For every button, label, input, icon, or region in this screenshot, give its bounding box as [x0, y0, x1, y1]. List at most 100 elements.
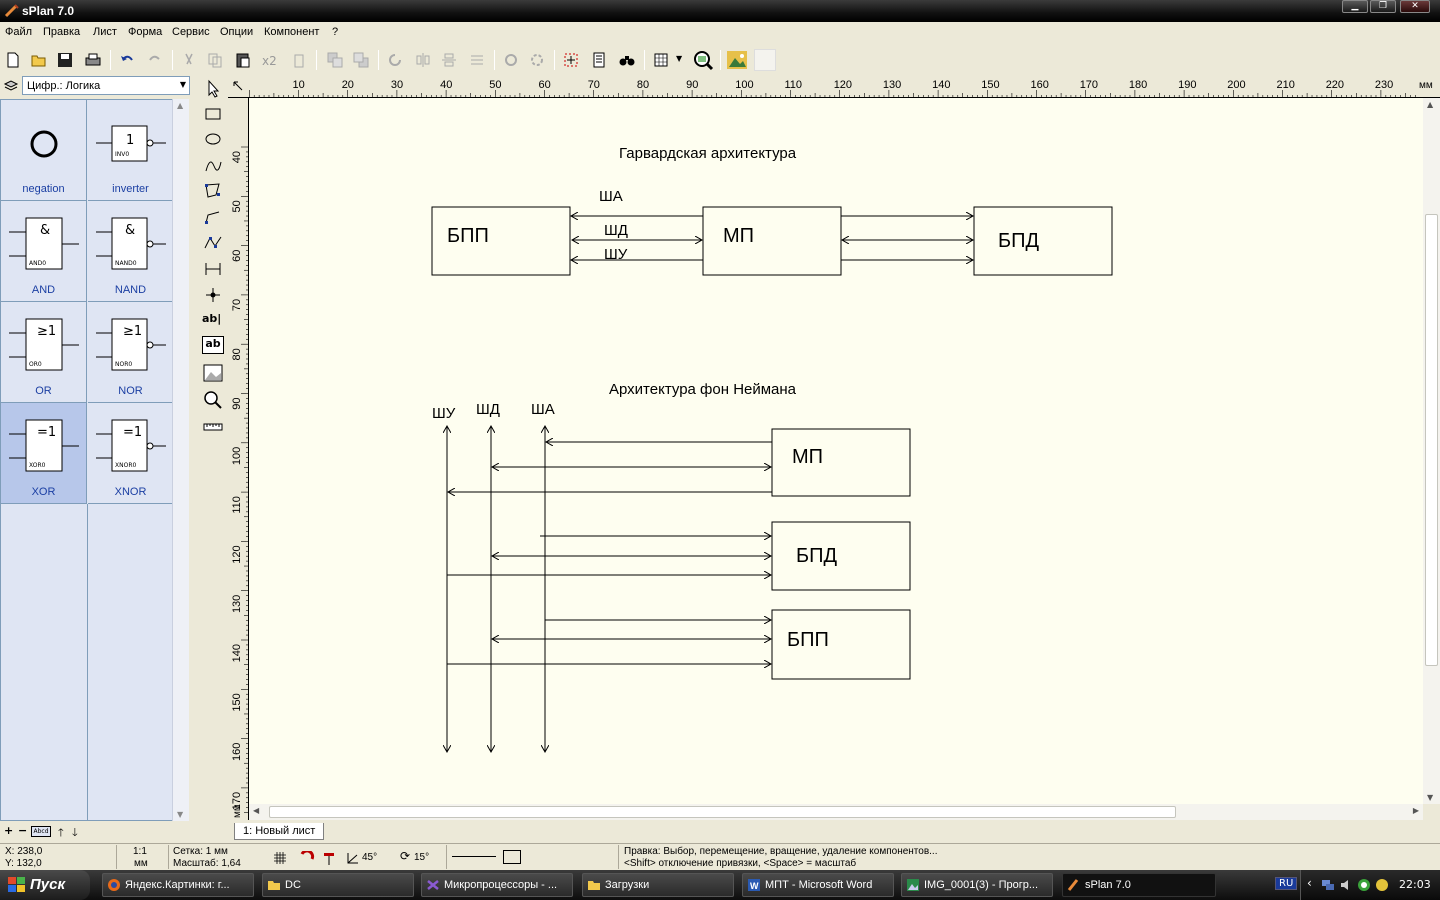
new-file-icon[interactable] [4, 51, 22, 69]
grid-dropdown-arrow-icon[interactable]: ▼ [676, 54, 683, 63]
task-dc[interactable]: DC [262, 873, 414, 897]
network-icon[interactable] [1321, 878, 1335, 892]
language-indicator[interactable]: RU [1275, 877, 1298, 890]
remove-icon[interactable]: − [18, 824, 28, 837]
vertical-scroll-thumb[interactable] [1425, 214, 1438, 666]
delete-icon[interactable] [290, 51, 308, 69]
ruler-origin-icon[interactable] [232, 80, 246, 94]
library-label-box[interactable]: Abcd [31, 826, 51, 837]
menu-service[interactable]: Сервис [172, 26, 210, 38]
update-icon[interactable] [1375, 878, 1389, 892]
duplicate-x2-button[interactable]: x2 [262, 54, 277, 68]
component-xnor[interactable]: =1 XNOR0 XNOR [88, 403, 174, 504]
start-button[interactable]: Пуск [0, 870, 90, 900]
redo-icon[interactable] [146, 51, 164, 69]
component-xor[interactable]: =1 XOR0 XOR [1, 403, 87, 504]
menu-edit[interactable]: Правка [43, 26, 81, 38]
measure-icon[interactable] [202, 416, 224, 438]
task-microprocessors[interactable]: Микропроцессоры - ... [421, 873, 573, 897]
task-yandex[interactable]: Яндекс.Картинки: г... [102, 873, 254, 897]
grid-toggle-icon[interactable] [273, 851, 287, 865]
paste-icon[interactable] [234, 51, 252, 69]
select-arrow-icon[interactable] [202, 78, 224, 100]
magnet-snap-icon[interactable] [299, 851, 315, 865]
scroll-down-icon[interactable]: ▼ [1427, 793, 1434, 802]
menu-help[interactable]: ? [332, 26, 339, 38]
menu-component[interactable]: Компонент [264, 26, 320, 38]
angle-45[interactable]: 45° [362, 852, 378, 863]
rotate-icon[interactable] [386, 51, 404, 69]
scroll-up-icon[interactable]: ▲ [1427, 100, 1434, 109]
junction-icon[interactable] [202, 284, 224, 306]
dimension-icon[interactable] [202, 258, 224, 280]
grid-icon[interactable] [652, 51, 670, 69]
scroll-up-icon[interactable]: ▲ [177, 101, 184, 110]
bezier-icon[interactable] [202, 232, 224, 254]
align-icon[interactable] [468, 51, 486, 69]
textbox-tool[interactable]: ab [202, 336, 224, 354]
text-tool[interactable]: ab| [202, 312, 222, 325]
task-splan[interactable]: sPlan 7.0 [1062, 873, 1216, 897]
harvard-block-bpd[interactable]: БПД [973, 206, 1113, 276]
menu-options[interactable]: Опции [220, 26, 254, 38]
scroll-right-icon[interactable]: ▶ [1412, 806, 1419, 815]
list-icon[interactable] [590, 51, 608, 69]
fill-style-preview[interactable] [503, 850, 521, 864]
line-icon[interactable] [202, 206, 224, 228]
tray-expand-icon[interactable]: ‹ [1307, 876, 1312, 890]
menu-sheet[interactable]: Лист [93, 26, 117, 38]
component-inverter[interactable]: 1 INV0 inverter [88, 100, 174, 201]
angle45-icon[interactable] [346, 851, 360, 865]
copy-icon[interactable] [206, 51, 224, 69]
zoom-icon[interactable] [202, 389, 224, 411]
zoom-fit-icon[interactable] [692, 49, 714, 71]
maximize-button[interactable]: ❐ [1370, 0, 1396, 13]
pin-icon[interactable] [321, 850, 337, 866]
task-downloads[interactable]: Загрузки [582, 873, 734, 897]
harvard-block-mp[interactable]: МП [702, 206, 842, 276]
line-style-preview[interactable] [452, 856, 496, 857]
neumann-block-bpp[interactable]: БПП [771, 609, 911, 680]
add-icon[interactable]: + [4, 824, 14, 837]
extra-tool-button[interactable] [754, 49, 776, 71]
print-icon[interactable] [84, 51, 102, 69]
close-button[interactable]: ✕ [1400, 0, 1430, 13]
ellipse-icon[interactable] [202, 128, 224, 150]
menu-file[interactable]: Файл [5, 26, 33, 38]
harvard-block-bpp[interactable]: БПП [431, 206, 571, 276]
snap-icon[interactable] [562, 51, 580, 69]
rotate15-icon[interactable]: ⟳ [400, 849, 411, 863]
horizontal-scrollbar[interactable]: ◀ ▶ [249, 804, 1423, 820]
move-up-icon[interactable]: 🡑 [58, 826, 64, 839]
library-combo-box[interactable]: Цифр.: Логика ▼ [22, 76, 190, 95]
drawing-canvas[interactable]: Гарвардская архитектура БПП МП БПД ША ШД… [249, 98, 1423, 804]
library-scrollbar[interactable]: ▲ ▼ [172, 99, 189, 821]
polygon-icon[interactable] [202, 180, 224, 202]
photo-icon[interactable] [726, 49, 748, 71]
scroll-down-icon[interactable]: ▼ [177, 810, 184, 819]
scroll-left-icon[interactable]: ◀ [253, 806, 260, 815]
mirror-v-icon[interactable] [440, 51, 458, 69]
component-and[interactable]: & AND0 AND [1, 201, 87, 302]
neumann-block-mp[interactable]: МП [771, 428, 911, 497]
group-icon[interactable] [502, 51, 520, 69]
volume-icon[interactable] [1339, 878, 1353, 892]
save-icon[interactable] [56, 51, 74, 69]
move-down-icon[interactable]: 🡓 [72, 826, 78, 839]
menu-form[interactable]: Форма [128, 26, 163, 38]
undo-icon[interactable] [118, 51, 136, 69]
component-nor[interactable]: ≥1 NOR0 NOR [88, 302, 174, 403]
open-folder-icon[interactable] [30, 51, 48, 69]
minimize-button[interactable]: ▁ [1342, 0, 1368, 13]
mirror-h-icon[interactable] [414, 51, 432, 69]
sheet-tab-1[interactable]: 1: Новый лист [234, 823, 325, 840]
angle-15[interactable]: 15° [414, 852, 430, 863]
task-image-viewer[interactable]: IMG_0001(3) - Прогр... [901, 873, 1053, 897]
component-or[interactable]: ≥1 OR0 OR [1, 302, 87, 403]
vertical-scrollbar[interactable]: ▲ ▼ [1423, 98, 1440, 804]
component-negation[interactable]: negation [1, 100, 87, 201]
horizontal-scroll-thumb[interactable] [269, 806, 1176, 818]
rectangle-icon[interactable] [202, 103, 224, 125]
component-nand[interactable]: & NAND0 NAND [88, 201, 174, 302]
